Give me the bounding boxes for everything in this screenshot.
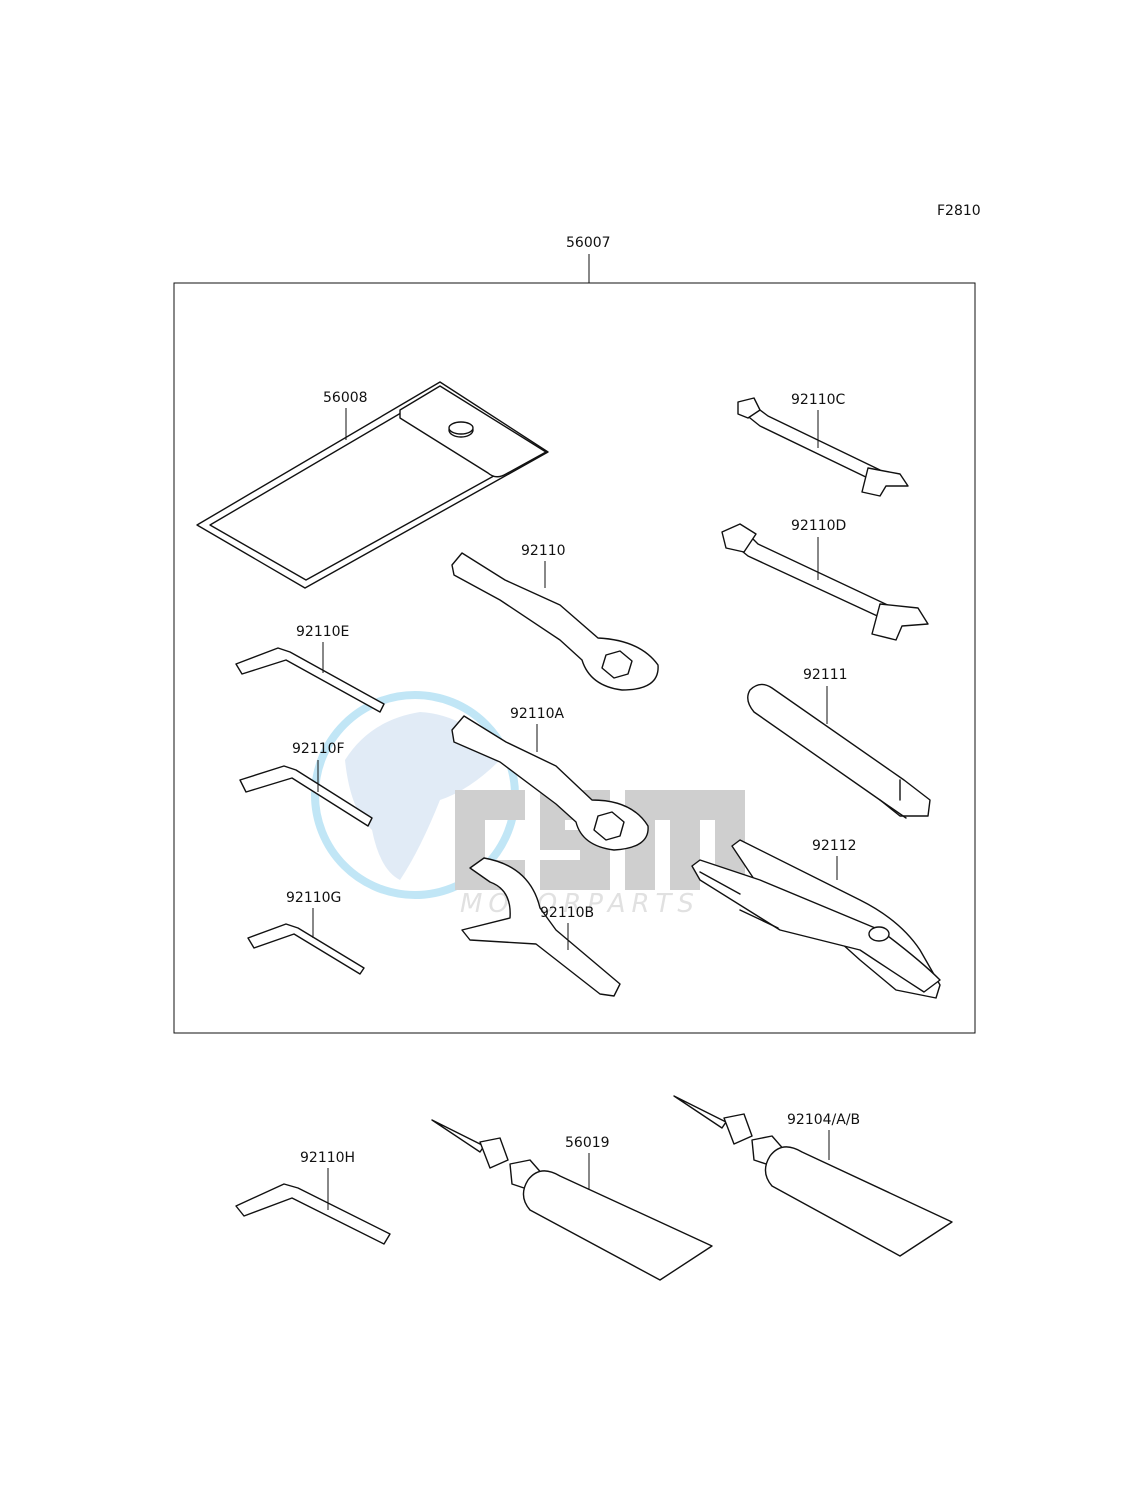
open-wrench-d [721,523,929,641]
hex-key-h [235,1183,391,1245]
label-ring-wrench: 92110 [521,543,566,559]
hex-key-g [247,923,365,975]
label-ring-wrench-a: 92110A [510,706,565,722]
ring-wrench-a [451,715,649,851]
open-wrench-c [737,397,909,497]
hex-key-f [239,765,373,827]
extension-bar [747,683,931,819]
label-sealant-tube-1: 56019 [565,1135,610,1151]
label-tool-bag: 56008 [323,390,368,406]
assembly-part-number: 56007 [566,235,611,251]
label-hook-wrench-b: 92110B [540,905,594,921]
label-extension-bar: 92111 [803,667,848,683]
label-open-wrench-d: 92110D [791,518,846,534]
watermark-tagline: MOTORPARTS [460,889,700,919]
label-pliers: 92112 [812,838,857,854]
hook-wrench-b [461,857,621,997]
label-open-wrench-c: 92110C [791,392,846,408]
sealant-tube-2 [673,1095,953,1257]
label-hex-key-f: 92110F [292,741,345,757]
watermark-logo: MOTORPARTS [311,691,745,919]
pliers [691,839,941,999]
label-hex-key-h: 92110H [300,1150,355,1166]
assembly-box [173,282,976,1034]
ring-wrench [451,552,659,691]
tool-bag [196,381,549,589]
label-hex-key-g: 92110G [286,890,341,906]
figure-code: F2810 [937,203,981,219]
hex-key-e [235,647,385,713]
label-hex-key-e: 92110E [296,624,349,640]
sealant-tube-1 [431,1119,713,1281]
label-sealant-tube-2: 92104/A/B [787,1112,860,1128]
